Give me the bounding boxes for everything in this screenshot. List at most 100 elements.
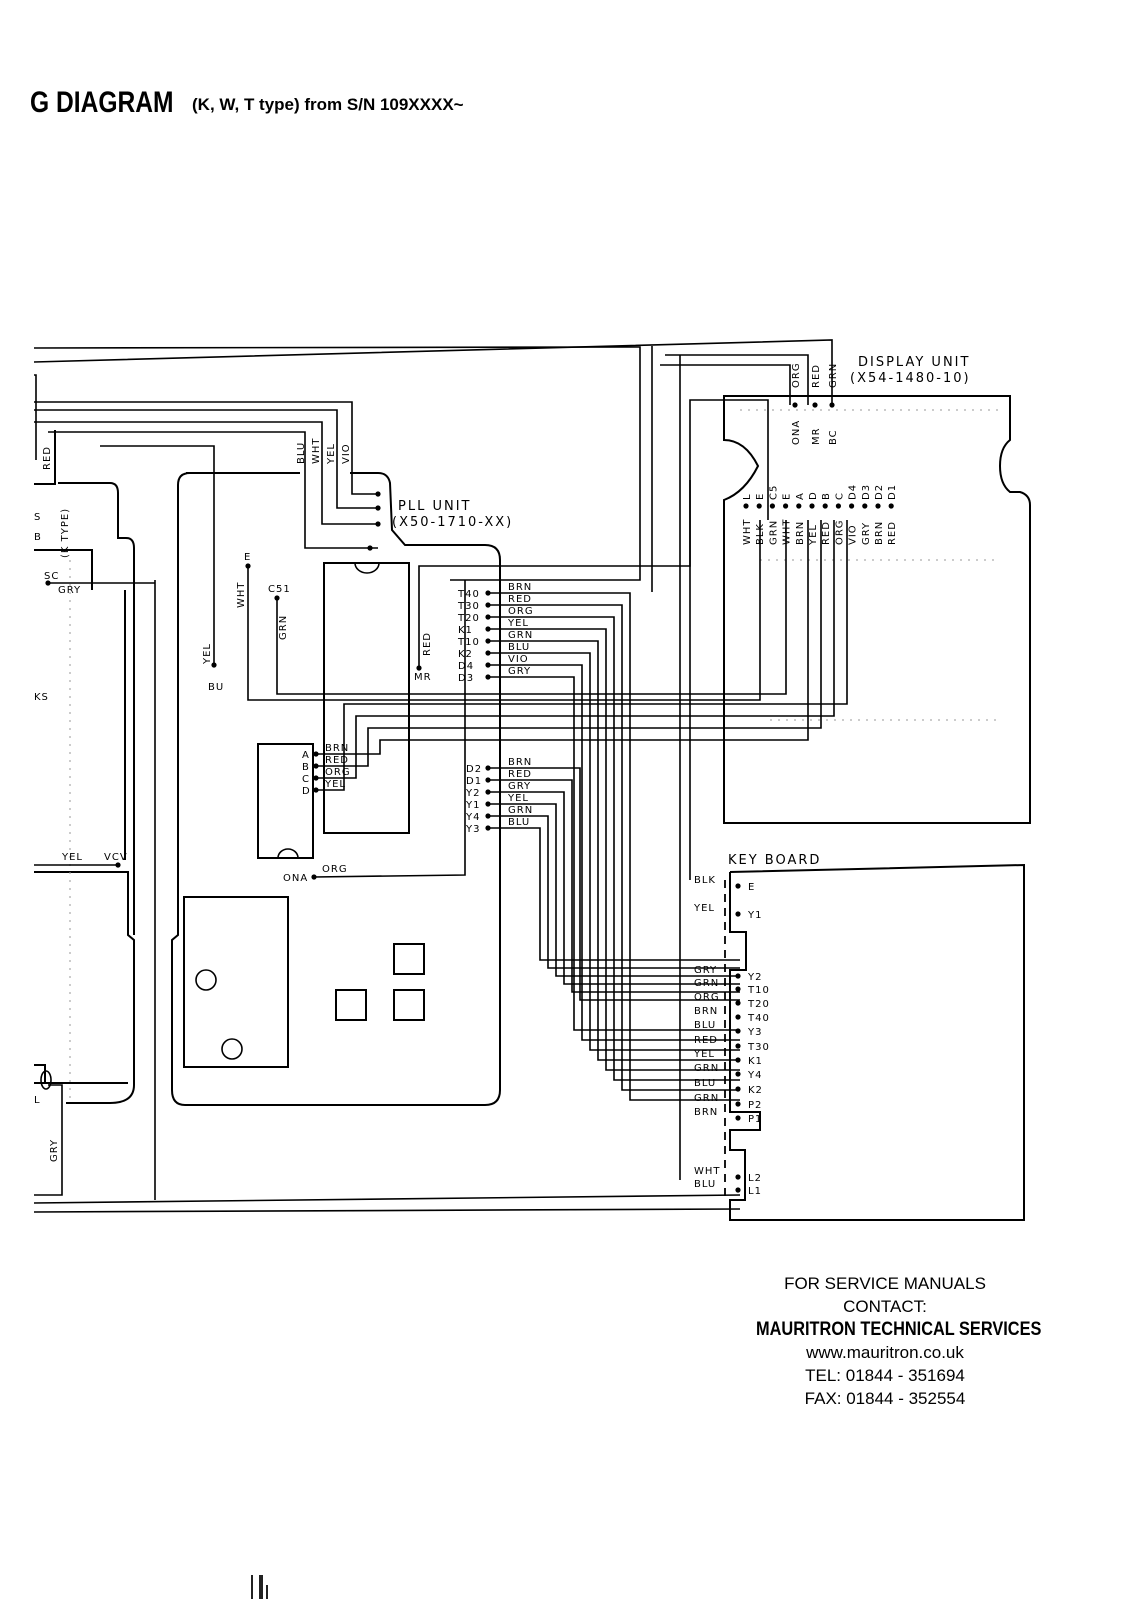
pll-pin-e: E [244, 552, 251, 563]
website-link[interactable]: www.mauritron.co.uk [806, 1343, 964, 1362]
display-top-wire-red: RED [811, 364, 822, 388]
display-top-wire-grn: GRN [828, 363, 839, 388]
footer-line1: FOR SERVICE MANUALS [784, 1274, 986, 1293]
keyboard-pin-y4: Y4 [747, 1070, 762, 1081]
display-bottom-wire-org: ORG [834, 519, 845, 545]
keyboard-wire-wht: WHT [694, 1166, 721, 1177]
pll-abcd-wire-yel: YEL [324, 779, 346, 790]
pll-pin-a-dot [313, 751, 319, 757]
display-bottom-terminal [769, 503, 776, 509]
keyboard-pin-t20: T20 [747, 999, 770, 1010]
keyboard-wire-org: ORG [694, 992, 720, 1003]
sc-wire-label: GRY [58, 585, 81, 596]
display-bottom-terminal [743, 503, 749, 509]
keyboard-pin-t30: T30 [747, 1042, 770, 1053]
wire [488, 767, 740, 1001]
pll-pin-c: C [302, 774, 310, 785]
left-unit-outline [34, 430, 135, 1196]
keyboard-pin-p1: P1 [748, 1114, 762, 1125]
keyboard-pin-e: E [748, 882, 755, 893]
keyboard-pin-k1: K1 [748, 1056, 763, 1067]
pll-conn-wire-lower-grn: GRN [508, 805, 533, 816]
ic-chip [323, 562, 410, 834]
wire [488, 592, 740, 1101]
pll-conn-y4-dot [485, 813, 491, 819]
wire [488, 652, 740, 1051]
display-bottom-pin-d4: D4 [848, 484, 859, 500]
keyboard-pin-k2: K2 [748, 1085, 763, 1096]
pll-pin-c51-wire: GRN [278, 615, 289, 640]
display-bottom-wire-brn: BRN [874, 521, 885, 545]
display-bottom-terminal [875, 503, 881, 509]
pll-top-wire-wht: WHT [311, 437, 322, 464]
pll-conn-d3-dot [485, 674, 491, 680]
keyboard-terminal-y2 [735, 973, 741, 979]
display-unit-board [723, 395, 1031, 824]
pll-conn-wire-grn: GRN [508, 630, 533, 641]
bus-wires [33, 339, 833, 1213]
pll-unit-name: PLL UNIT [398, 499, 471, 514]
pll-top-wire-vio: VIO [341, 443, 352, 464]
fax-number: FAX: 01844 - 352554 [804, 1389, 966, 1408]
pll-pin-mr-dot [416, 665, 422, 671]
vcv-terminal [115, 862, 121, 868]
display-top-terminal-mr [812, 402, 818, 408]
pll-conn-wire-lower-yel: YEL [507, 793, 529, 804]
display-bottom-pin-l: L [742, 493, 753, 500]
pll-pin-b: B [302, 762, 310, 773]
pll-pin-c51-dot [274, 595, 280, 601]
keyboard-wire-blk: BLK [694, 875, 716, 886]
pll-pin-e-dot [245, 563, 251, 569]
display-bottom-pin-b: B [821, 492, 832, 500]
pll-conn-t10-dot [485, 638, 491, 644]
pll-conn-wire-red: RED [508, 594, 532, 605]
display-bottom-wire-yel: YEL [808, 524, 819, 546]
pll-top-wire-blu: BLU [296, 442, 307, 464]
pll-conn-y2: Y2 [465, 788, 480, 799]
pll-conn-wire-gry: GRY [508, 666, 531, 677]
key-board-name: KEY BOARD [728, 853, 821, 868]
wire [488, 628, 740, 1071]
keyboard-pin-l2: L2 [748, 1173, 762, 1184]
keyboard-wire-blu: BLU [694, 1179, 716, 1190]
keyboard-pin-p2: P2 [748, 1100, 762, 1111]
keyboard-terminal-l1 [735, 1187, 741, 1193]
phone-number: TEL: 01844 - 351694 [805, 1366, 965, 1385]
sc-terminal [45, 580, 51, 586]
keyboard-wire-brn: BRN [694, 1006, 718, 1017]
pll-conn-d2-dot [485, 765, 491, 771]
display-top-wire-org: ORG [791, 362, 802, 388]
keyboard-wire-brn: BRN [694, 1107, 718, 1118]
display-bottom-wire-wht: WHT [782, 518, 793, 545]
keyboard-pin-y2: Y2 [747, 972, 762, 983]
display-bottom-wire-vio: VIO [848, 524, 859, 545]
pll-conn-t40-dot [485, 590, 491, 596]
display-unit-part: (X54-1480-10) [850, 371, 971, 386]
keyboard-wire-grn: GRN [694, 1063, 719, 1074]
pll-conn-k1-dot [485, 626, 491, 632]
pll-conn-y1-dot [485, 801, 491, 807]
pll-unit-board [171, 472, 501, 1106]
pll-pin-ona-dot [311, 874, 317, 880]
keyboard-pin-t10: T10 [747, 985, 770, 996]
display-bottom-wire-brn: BRN [795, 521, 806, 545]
pll-conn-wire-brn: BRN [508, 582, 532, 593]
k-type-label: (K TYPE) [60, 508, 71, 558]
left-partial-b: B [34, 532, 42, 543]
pll-conn-d4-dot [485, 662, 491, 668]
display-bottom-wire-red: RED [821, 521, 832, 545]
display-top-terminal-ona [792, 402, 798, 408]
display-bottom-terminal [862, 503, 868, 509]
vcv-terminal-label: VCV [104, 852, 128, 863]
display-top-pin-ona: ONA [791, 420, 802, 445]
keyboard-wire-yel: YEL [693, 1049, 715, 1060]
pll-abcd-wire-red: RED [325, 755, 349, 766]
keyboard-pin-y1: Y1 [747, 910, 762, 921]
pll-conn-wire-lower-blu: BLU [508, 817, 530, 828]
keyboard-wire-grn: GRN [694, 978, 719, 989]
keyboard-wire-yel: YEL [693, 903, 715, 914]
page-mark [251, 1575, 269, 1599]
wire [316, 520, 822, 767]
pll-conn-k2: K2 [458, 649, 473, 660]
vcv-wire-label: YEL [61, 852, 83, 863]
